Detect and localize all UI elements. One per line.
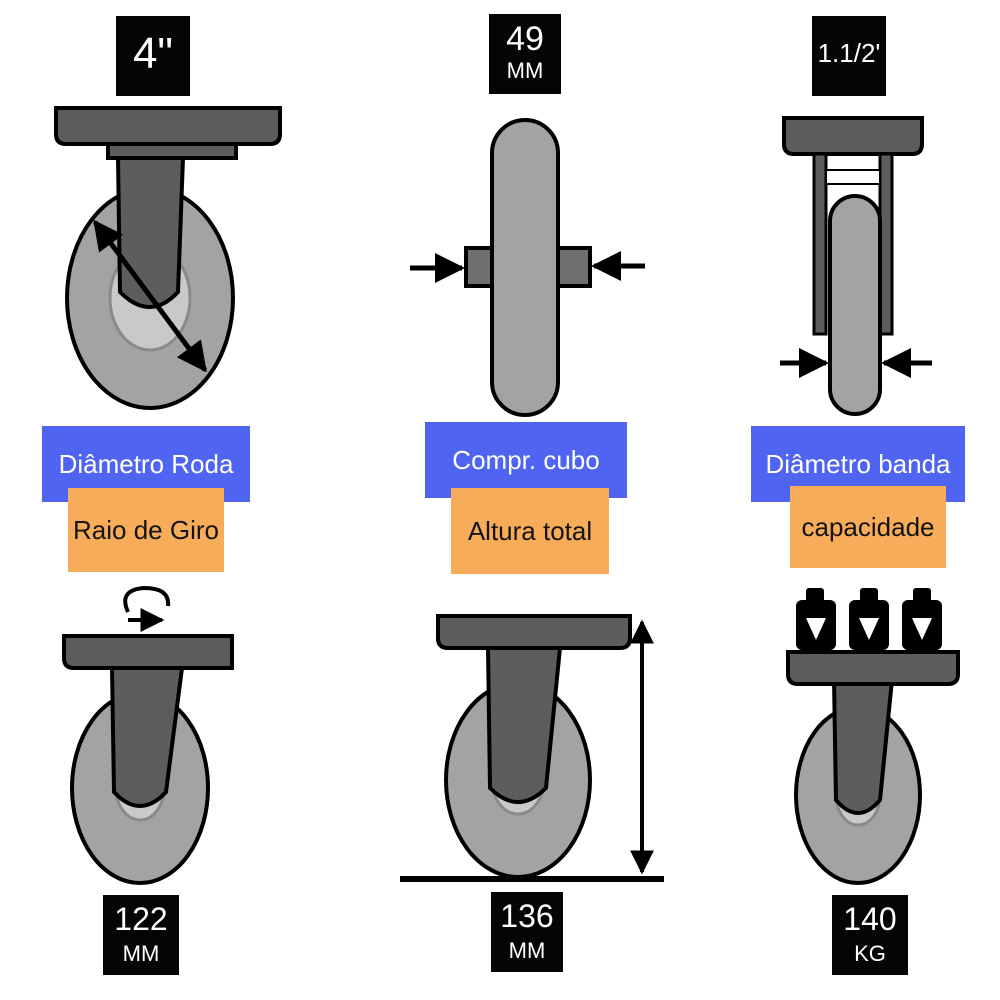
hub-length-wheel-icon — [410, 118, 645, 417]
weight-icon — [796, 588, 836, 650]
swivel-radius-caster-icon — [62, 585, 234, 885]
wheel-diameter-value: 4" — [116, 16, 190, 96]
total-height-value: 136 MM — [491, 892, 563, 972]
total-height-label: Altura total — [451, 488, 609, 574]
weight-icon — [849, 588, 889, 650]
capacity-caster-icon — [786, 588, 960, 885]
band-diameter-value: 1.1/2' — [812, 16, 886, 96]
swivel-radius-value: 122 MM — [103, 895, 179, 975]
band-diameter-caster-icon — [780, 116, 932, 416]
swivel-radius-label: Raio de Giro — [68, 488, 224, 572]
total-height-caster-icon — [400, 614, 664, 882]
hub-length-label: Compr. cubo — [425, 422, 627, 498]
wheel-diameter-caster-icon — [54, 106, 282, 410]
capacity-label: capacidade — [790, 486, 946, 568]
weight-icon — [902, 588, 942, 650]
hub-length-value: 49 MM — [489, 14, 561, 94]
capacity-value: 140 KG — [832, 895, 908, 975]
